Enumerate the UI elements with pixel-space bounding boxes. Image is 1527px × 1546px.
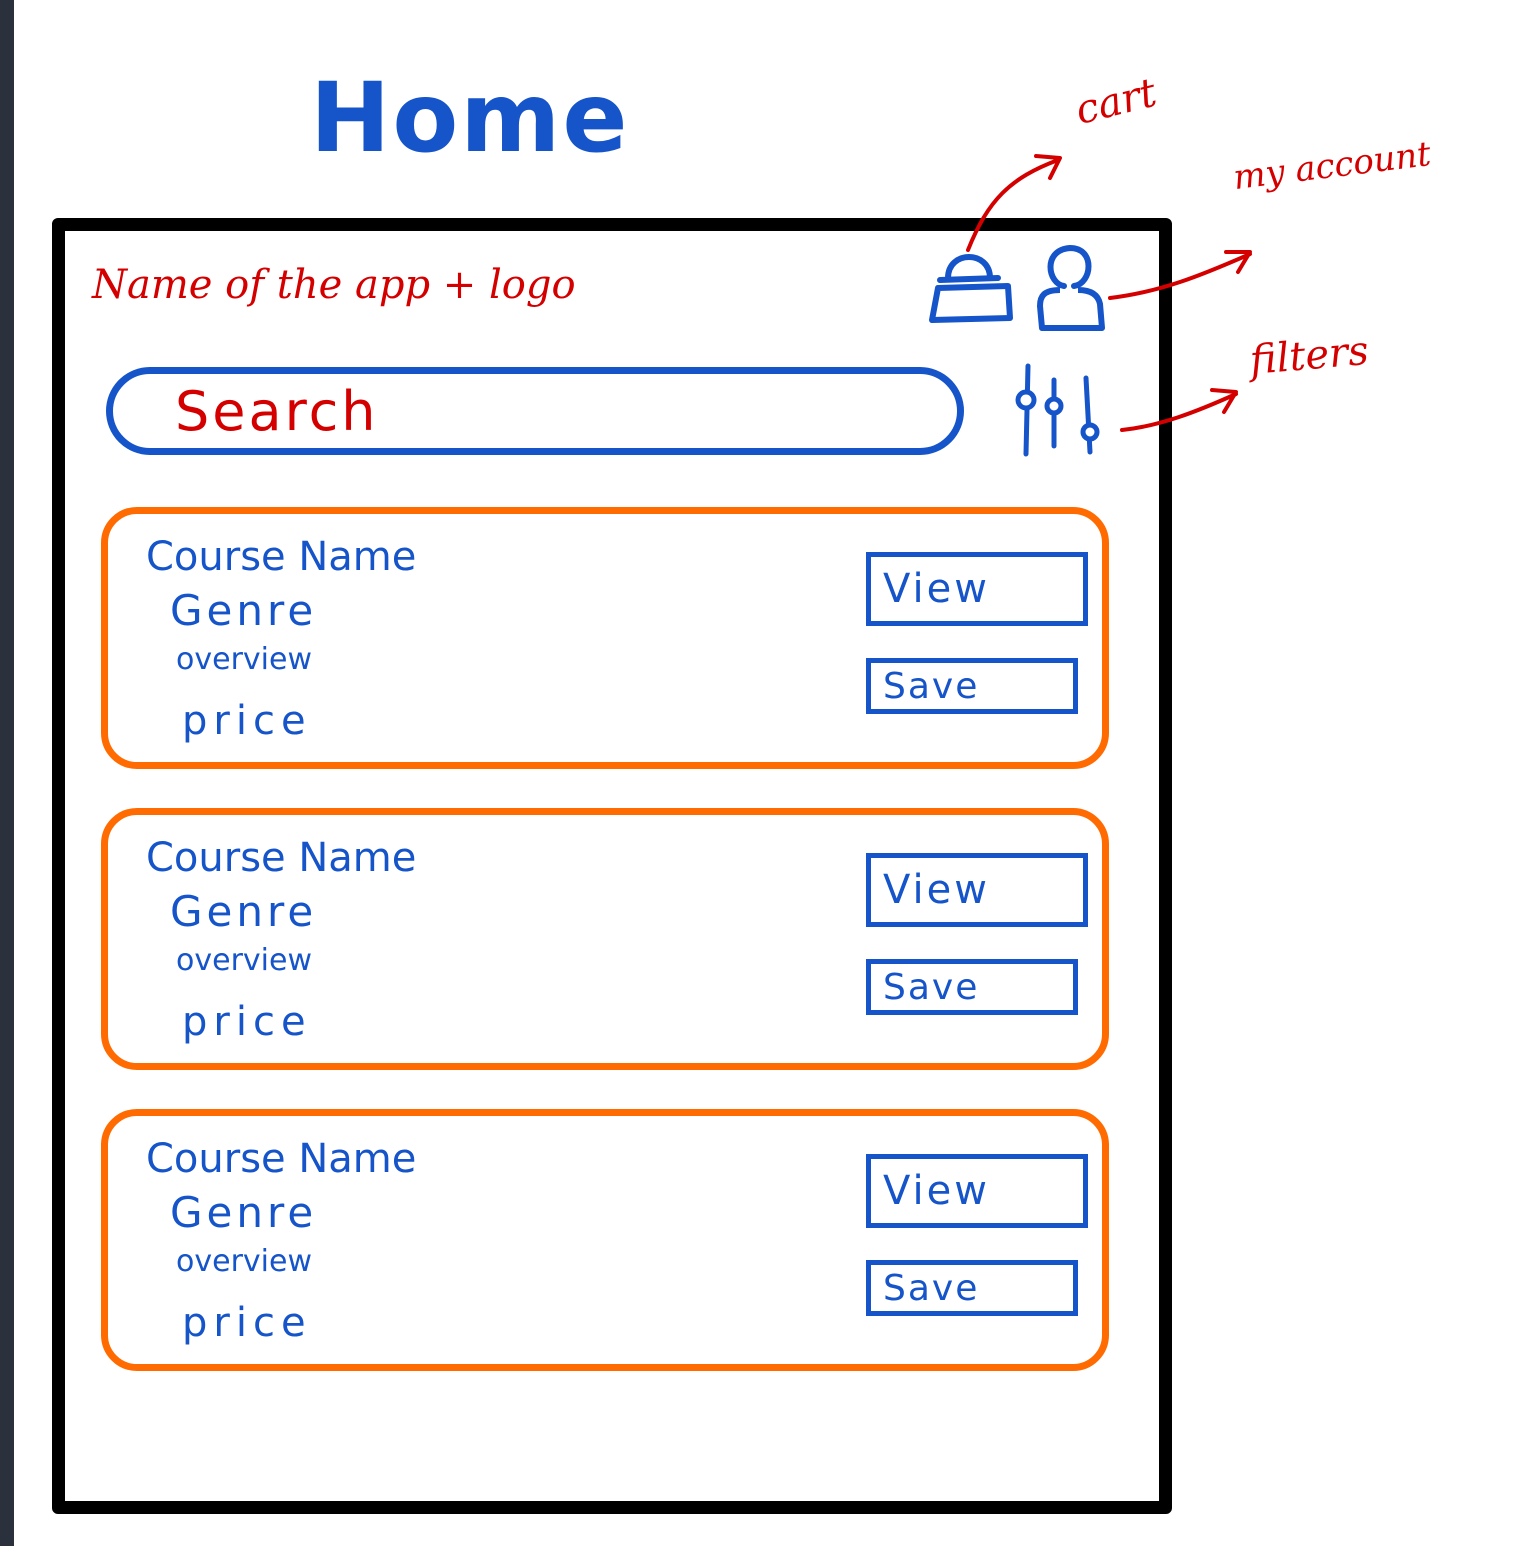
filters-arrowhead [1210,388,1238,414]
course-genre: Genre [170,586,318,635]
filters-annotation: filters [1247,327,1371,384]
view-button[interactable]: View [866,853,1088,927]
course-name: Course Name [146,534,417,580]
course-card: Course Name Genre overview price View Sa… [101,808,1109,1070]
save-button[interactable]: Save [866,959,1078,1015]
search-placeholder: Search [175,379,379,443]
filters-icon[interactable] [1004,360,1104,460]
view-button[interactable]: View [866,552,1088,626]
course-name: Course Name [146,1136,417,1182]
view-button[interactable]: View [866,1154,1088,1228]
account-icon[interactable] [1030,240,1110,332]
course-genre: Genre [170,1188,318,1237]
screen-title: Home [310,62,630,174]
window-edge [0,0,14,1546]
save-button[interactable]: Save [866,658,1078,714]
course-card: Course Name Genre overview price View Sa… [101,507,1109,769]
cart-annotation: cart [1070,69,1162,134]
course-genre: Genre [170,887,318,936]
save-button[interactable]: Save [866,1260,1078,1316]
cart-icon[interactable] [918,244,1018,328]
app-name-logo[interactable]: Name of the app + logo [92,262,576,308]
account-arrowhead [1224,250,1252,274]
search-input[interactable]: Search [106,367,964,455]
cart-arrowhead [1034,154,1062,180]
course-card: Course Name Genre overview price View Sa… [101,1109,1109,1371]
course-name: Course Name [146,835,417,881]
course-price: price [182,1300,312,1346]
course-overview: overview [176,642,312,677]
course-price: price [182,999,312,1045]
course-price: price [182,698,312,744]
course-overview: overview [176,1244,312,1279]
course-overview: overview [176,943,312,978]
account-annotation: my account [1231,134,1434,198]
